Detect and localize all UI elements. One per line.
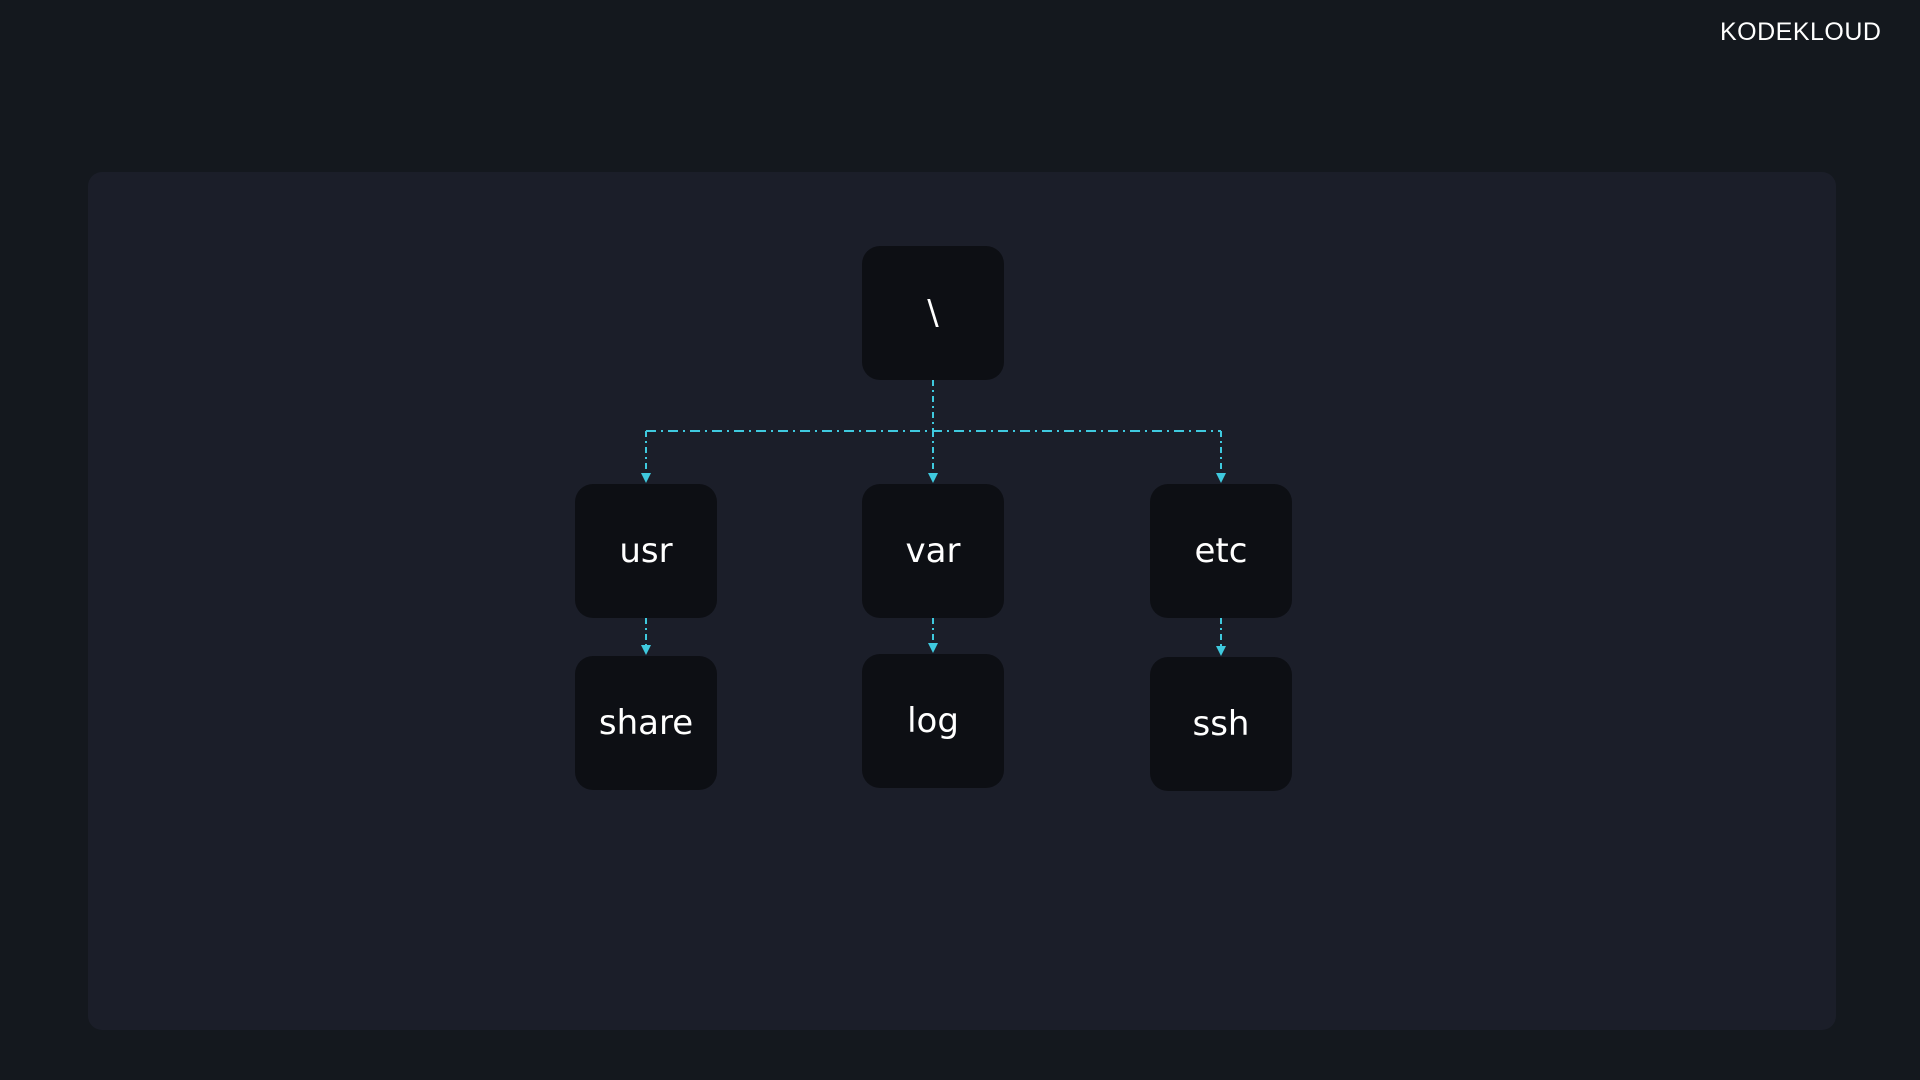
logo-text: KODEKLOUD (1720, 18, 1881, 46)
node-var: var (862, 484, 1004, 618)
node-share: share (575, 656, 717, 790)
node-usr-label: usr (619, 531, 673, 571)
node-log: log (862, 654, 1004, 788)
node-share-label: share (598, 703, 694, 743)
node-ssh: ssh (1150, 657, 1292, 791)
kodekloud-logo: KODEKLOUD (1720, 18, 1881, 46)
node-etc-label: etc (1194, 531, 1248, 571)
node-etc: etc (1150, 484, 1292, 618)
node-var-label: var (905, 531, 961, 571)
node-log-label: log (907, 701, 959, 741)
node-ssh-label: ssh (1192, 704, 1250, 744)
node-usr: usr (575, 484, 717, 618)
node-root: \ (862, 246, 1004, 380)
node-root-label: \ (927, 293, 939, 333)
